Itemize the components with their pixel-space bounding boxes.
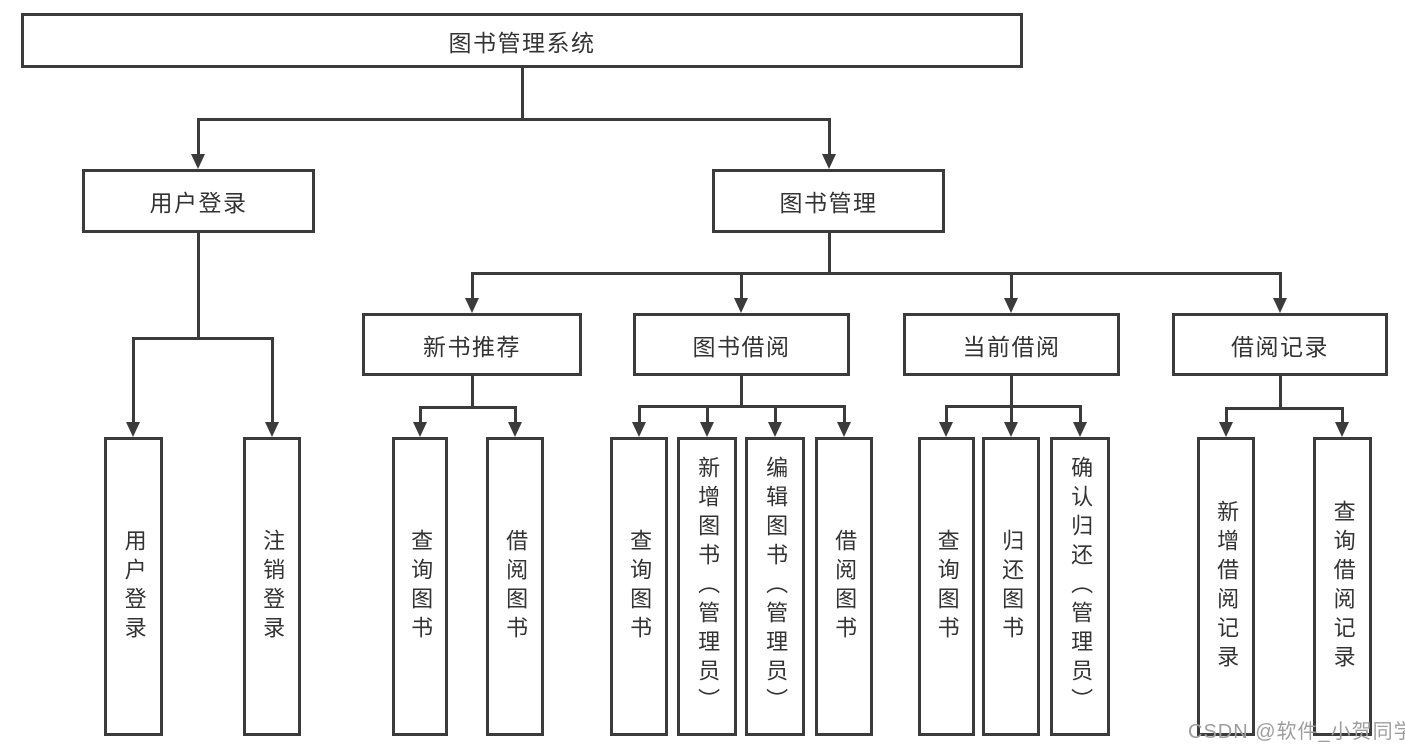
connector-line (1341, 407, 1344, 424)
connector-line (514, 406, 517, 424)
arrowhead-icon (1219, 422, 1233, 437)
leaf-query-books-1: 查询图书 (392, 437, 448, 736)
node-label: 借阅记录 (1231, 333, 1329, 360)
node-label: 图书管理 (779, 190, 878, 216)
leaf-user-login: 用户登录 (104, 437, 163, 736)
connector-line (1279, 272, 1282, 300)
arrowhead-icon (939, 422, 953, 437)
arrowhead-icon (1273, 298, 1287, 313)
arrowhead-icon (700, 422, 714, 437)
connector-line (419, 406, 517, 409)
connector-line (132, 337, 274, 340)
leaf-label: 确认归还（管理员） (1068, 456, 1094, 717)
node-current-borrowing: 当前借阅 (903, 313, 1120, 376)
connector-line (197, 118, 200, 156)
leaf-label: 借阅图书 (503, 528, 529, 645)
leaf-label: 查询借阅记录 (1330, 499, 1356, 674)
node-user-login: 用户登录 (82, 169, 315, 233)
leaf-label: 注销登录 (260, 528, 286, 645)
arrowhead-icon (1335, 422, 1349, 437)
leaf-label: 新增借阅记录 (1214, 499, 1240, 674)
leaf-edit-books-admin: 编辑图书（管理员） (745, 437, 805, 736)
connector-line (419, 406, 422, 424)
leaf-query-books-2: 查询图书 (610, 437, 668, 736)
leaf-return-books: 归还图书 (982, 437, 1040, 736)
connector-line (1010, 272, 1013, 300)
arrowhead-icon (465, 298, 479, 313)
arrowhead-icon (1004, 422, 1018, 437)
leaf-logout: 注销登录 (243, 437, 301, 736)
connector-line (1225, 407, 1344, 410)
connector-line (638, 405, 641, 424)
connector-line (471, 272, 474, 300)
connector-line (740, 376, 743, 408)
leaf-label: 借阅图书 (832, 528, 858, 645)
csdn-watermark: CSDN @软件_小贺同学 (1188, 721, 1405, 743)
arrowhead-icon (837, 422, 851, 437)
connector-line (521, 68, 524, 121)
arrowhead-icon (413, 422, 427, 437)
connector-line (271, 337, 274, 424)
node-label: 用户登录 (149, 190, 248, 216)
connector-line (1079, 405, 1082, 424)
node-label: 新书推荐 (423, 333, 521, 360)
connector-line (945, 405, 948, 424)
node-library-management-system: 图书管理系统 (21, 13, 1023, 68)
leaf-confirm-return-admin: 确认归还（管理员） (1050, 437, 1110, 736)
arrowhead-icon (1004, 298, 1018, 313)
leaf-label: 查询图书 (934, 528, 960, 645)
node-book-borrowing: 图书借阅 (633, 313, 850, 376)
arrowhead-icon (768, 422, 782, 437)
arrowhead-icon (508, 422, 522, 437)
leaf-label: 编辑图书（管理员） (763, 456, 789, 717)
connector-line (1010, 405, 1013, 424)
leaf-borrow-books-1: 借阅图书 (486, 437, 544, 736)
leaf-label: 归还图书 (999, 528, 1025, 645)
connector-line (197, 233, 200, 340)
leaf-add-books-admin: 新增图书（管理员） (677, 437, 737, 736)
arrowhead-icon (191, 154, 205, 169)
arrowhead-icon (1073, 422, 1087, 437)
arrowhead-icon (632, 422, 646, 437)
node-borrowing-records: 借阅记录 (1172, 313, 1388, 376)
node-label: 图书管理系统 (448, 29, 596, 56)
connector-line (638, 405, 846, 408)
leaf-label: 新增图书（管理员） (695, 456, 721, 717)
connector-line (1010, 376, 1013, 408)
connector-line (843, 405, 846, 424)
connector-line (471, 272, 1282, 275)
connector-line (740, 272, 743, 300)
connector-line (132, 337, 135, 424)
arrowhead-icon (265, 422, 279, 437)
leaf-add-borrow-record: 新增借阅记录 (1197, 437, 1255, 736)
leaf-query-books-3: 查询图书 (918, 437, 975, 736)
node-label: 当前借阅 (962, 333, 1061, 360)
leaf-label: 查询图书 (408, 528, 434, 645)
connector-line (197, 118, 831, 121)
node-new-book-recommendation: 新书推荐 (362, 313, 582, 376)
leaf-label: 用户登录 (121, 528, 147, 645)
node-label: 图书借阅 (692, 333, 791, 360)
connector-line (828, 233, 831, 275)
leaf-borrow-books-2: 借阅图书 (815, 437, 873, 736)
connector-line (828, 118, 831, 156)
connector-line (774, 405, 777, 424)
leaf-query-borrow-record: 查询借阅记录 (1313, 437, 1372, 736)
arrowhead-icon (822, 154, 836, 169)
connector-line (1279, 376, 1282, 410)
connector-line (1225, 407, 1228, 424)
connector-line (471, 376, 474, 409)
connector-line (945, 405, 1082, 408)
arrowhead-icon (126, 422, 140, 437)
leaf-label: 查询图书 (627, 528, 653, 645)
arrowhead-icon (734, 298, 748, 313)
connector-line (706, 405, 709, 424)
node-book-management: 图书管理 (712, 169, 945, 233)
